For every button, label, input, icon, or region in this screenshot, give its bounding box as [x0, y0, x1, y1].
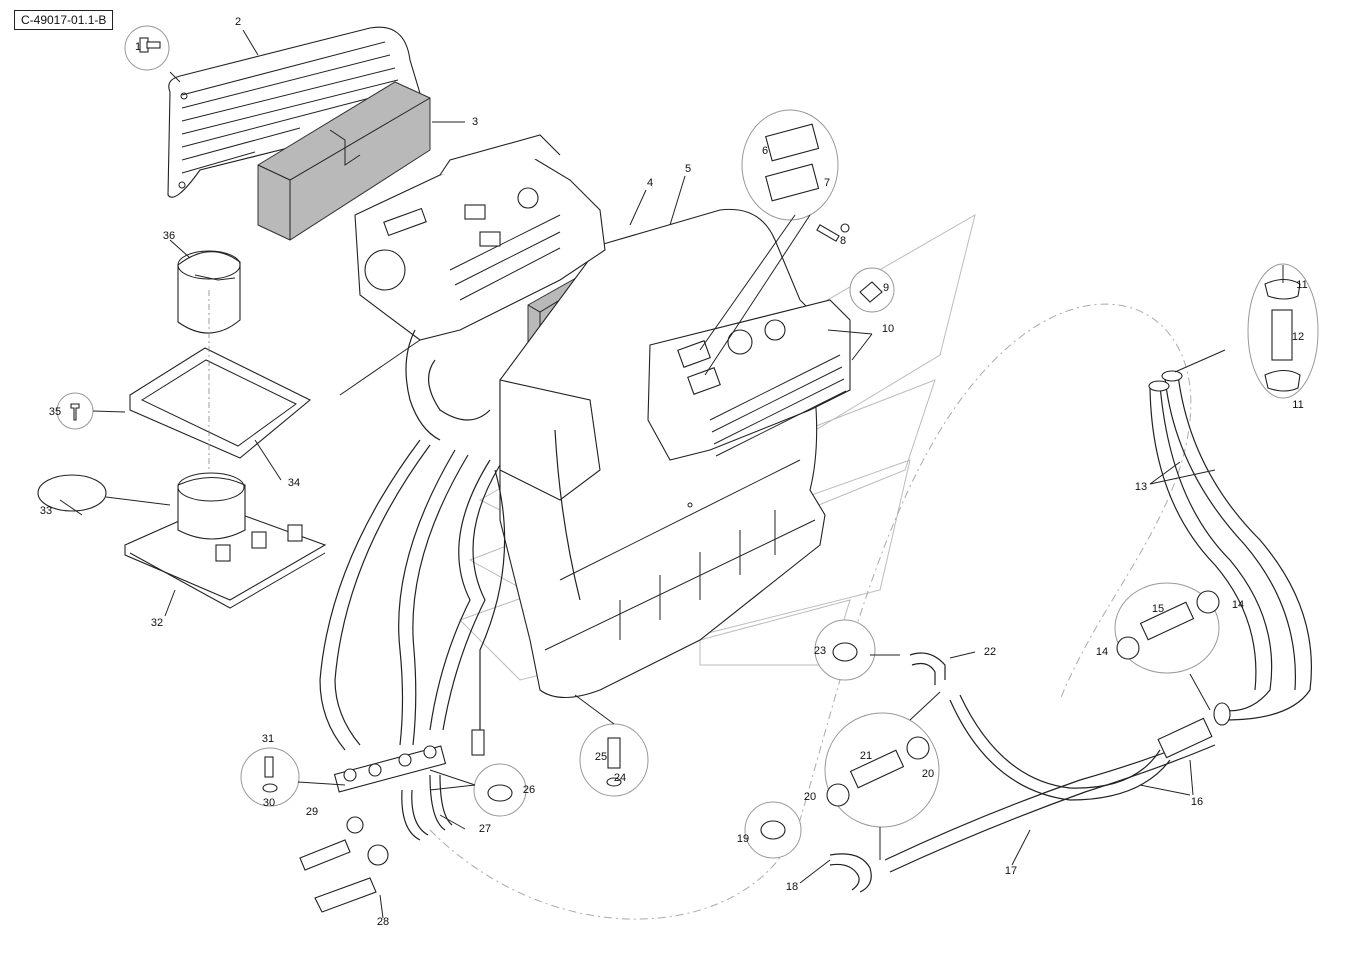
callout-4: 4 [647, 177, 653, 189]
hose-group-11-13 [1148, 263, 1319, 726]
callout-1: 1 [135, 41, 141, 53]
air-grille [167, 26, 426, 198]
callout-21: 21 [860, 750, 872, 762]
callout-15: 15 [1152, 603, 1164, 615]
callout-7: 7 [824, 177, 830, 189]
callout-11-top: 11 [1296, 279, 1307, 291]
callout-17: 17 [1005, 865, 1017, 877]
hose-18-19 [744, 801, 872, 893]
callout-10: 10 [882, 323, 894, 335]
callout-11-bottom: 11 [1292, 399, 1303, 411]
callout-20-right: 20 [922, 768, 934, 780]
callout-14-left: 14 [1096, 646, 1108, 658]
callout-24: 24 [614, 772, 626, 784]
callout-9: 9 [883, 282, 889, 294]
rocker-switches [699, 109, 839, 376]
heater-core-pipes [319, 379, 601, 793]
hose-16-17 [884, 694, 1216, 873]
callout-8: 8 [840, 235, 846, 247]
callout-19: 19 [737, 833, 749, 845]
callout-31: 31 [262, 733, 274, 745]
hose-connector-14-15 [1114, 582, 1220, 674]
callout-6: 6 [762, 145, 768, 157]
callout-34: 34 [288, 477, 300, 489]
callout-35: 35 [49, 406, 61, 418]
hose-routing-line [429, 303, 1192, 920]
callout-27: 27 [479, 823, 491, 835]
callout-29: 29 [306, 806, 318, 818]
callout-22: 22 [984, 646, 996, 658]
callout-28: 28 [377, 916, 389, 928]
callout-12: 12 [1292, 331, 1304, 343]
leader-lines [92, 29, 1284, 919]
callout-26: 26 [523, 784, 535, 796]
callout-20-left: 20 [804, 791, 816, 803]
callout-13: 13 [1135, 481, 1147, 493]
document-code-label: C-49017-01.1-B [14, 10, 114, 30]
callout-32: 32 [151, 617, 163, 629]
clip-9 [849, 267, 895, 313]
fittings-24-31 [240, 723, 649, 913]
callout-numbers: 1 2 3 4 5 6 7 8 9 10 11 12 11 13 14 15 1… [40, 16, 1308, 928]
callout-33: 33 [40, 505, 52, 517]
blower-cover [339, 134, 606, 441]
callout-16: 16 [1191, 796, 1203, 808]
screw-8 [816, 223, 850, 242]
callout-2: 2 [235, 16, 241, 28]
callout-36: 36 [163, 230, 175, 242]
hose-22-23 [814, 619, 946, 685]
filter-element [257, 81, 431, 241]
callout-25: 25 [595, 751, 607, 763]
bolt-1 [124, 25, 170, 71]
callout-23: 23 [814, 645, 826, 657]
callout-3: 3 [472, 116, 478, 128]
screw-35 [56, 392, 94, 430]
callout-30: 30 [263, 797, 275, 809]
hose-connector-20-21 [824, 712, 940, 828]
callout-14-right: 14 [1232, 599, 1244, 611]
callout-5: 5 [685, 163, 691, 175]
tank-assembly-32-36 [37, 250, 327, 609]
callout-18: 18 [786, 881, 798, 893]
heater-housing [499, 208, 851, 698]
